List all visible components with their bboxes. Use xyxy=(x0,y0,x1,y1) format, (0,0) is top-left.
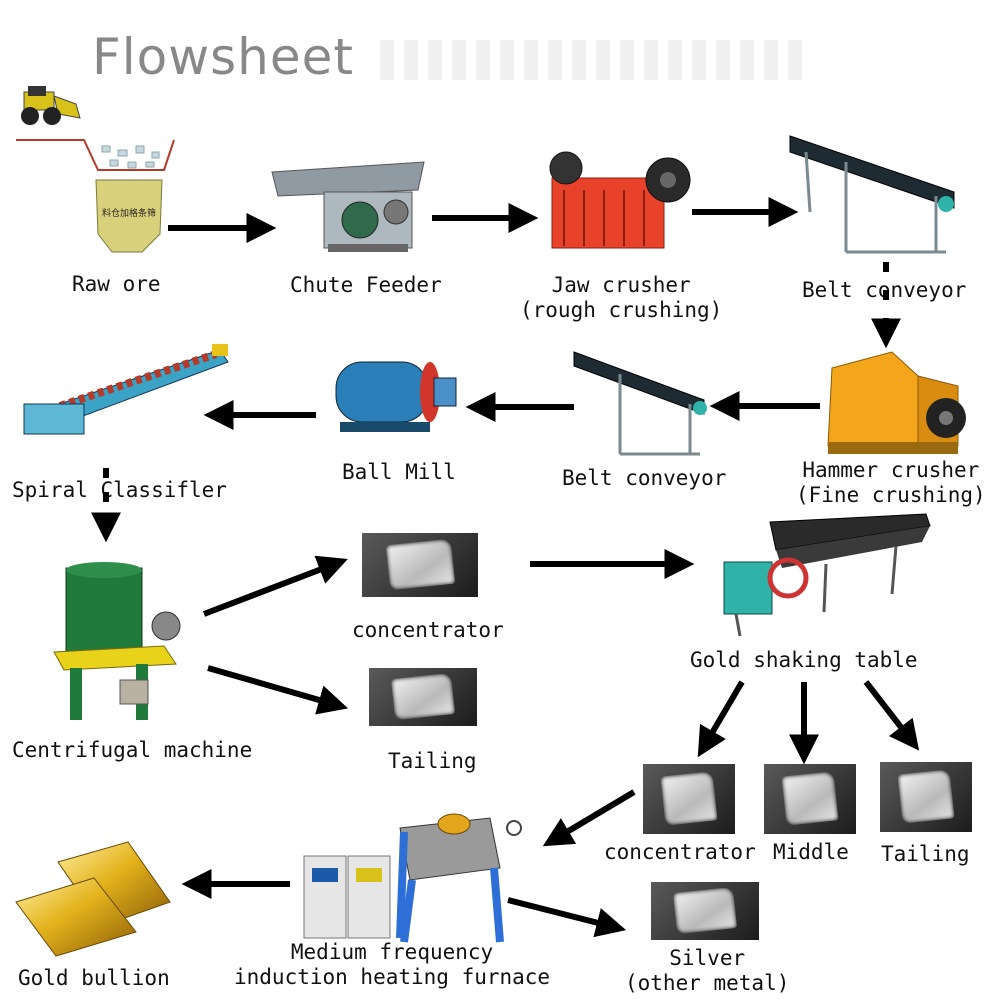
label-gold-shaking-table: Gold shaking table xyxy=(690,648,918,672)
middle-sample-image xyxy=(764,764,856,834)
label-spiral-classifier: Spiral Classifler xyxy=(12,478,227,502)
arrow-centrifugal-to-concentrator xyxy=(202,555,348,617)
label-concentrator-1: concentrator xyxy=(352,618,504,642)
label-gold-bullion: Gold bullion xyxy=(18,966,170,990)
label-chute-feeder: Chute Feeder xyxy=(290,273,442,297)
diagram-title: Flowsheet xyxy=(92,28,355,86)
arrow-centrifugal-to-tailing xyxy=(207,665,349,715)
label-silver: Silver (other metal) xyxy=(625,946,789,996)
jaw-crusher-name: Jaw crusher xyxy=(551,273,691,297)
concentrator-2-sample-image xyxy=(643,764,735,834)
gold-shaking-table-illustration xyxy=(723,513,931,637)
hammer-crusher-name: Hammer crusher xyxy=(802,458,980,482)
label-centrifugal-machine: Centrifugal machine xyxy=(12,738,253,762)
tailing-2-sample-image xyxy=(880,762,972,832)
label-jaw-crusher: Jaw crusher (rough crushing) xyxy=(520,273,722,323)
label-tailing-2: Tailing xyxy=(881,842,970,866)
ball-mill-illustration xyxy=(335,361,457,432)
belt-conveyor-1-illustration xyxy=(789,135,955,254)
label-belt-conveyor-2: Belt conveyor xyxy=(562,466,727,490)
label-raw-ore: Raw ore xyxy=(72,272,161,296)
label-ball-mill: Ball Mill xyxy=(342,460,456,484)
loader-icon xyxy=(21,86,81,125)
hammer-crusher-illustration xyxy=(827,351,966,454)
arrow-furnace-to-silver xyxy=(507,897,627,938)
silver-name: Silver xyxy=(669,946,746,970)
tailing-1-sample-image xyxy=(369,668,477,726)
ore-bin-text: 料仓加格条筛 xyxy=(102,207,156,219)
furnace-name: Medium frequency xyxy=(290,940,494,964)
centrifugal-machine-illustration xyxy=(53,562,181,720)
furnace-subtitle: induction heating furnace xyxy=(234,965,551,990)
silver-subtitle: (other metal) xyxy=(625,971,790,996)
faint-watermark-text xyxy=(380,40,810,80)
raw-ore-bin-illustration: 料仓加格条筛 xyxy=(16,86,175,253)
jaw-crusher-subtitle: (rough crushing) xyxy=(520,298,723,323)
silver-sample-image xyxy=(651,882,759,940)
arrow-concentrator-to-furnace xyxy=(542,789,636,847)
jaw-crusher-illustration xyxy=(549,151,691,249)
arrow-shaking-table-to-concentrator xyxy=(697,680,745,758)
spiral-classifier-illustration xyxy=(23,344,229,435)
induction-furnace-illustration xyxy=(303,813,522,943)
hammer-crusher-subtitle: (Fine crushing) xyxy=(796,483,986,508)
gold-bullion-illustration xyxy=(15,841,171,957)
concentrator-1-sample-image xyxy=(362,533,478,597)
arrow-shaking-table-to-tailing xyxy=(863,680,920,751)
chute-feeder-illustration xyxy=(271,161,425,252)
label-concentrator-2: concentrator xyxy=(604,840,756,864)
label-middle: Middle xyxy=(773,840,849,864)
label-furnace: Medium frequency induction heating furna… xyxy=(234,940,550,990)
label-tailing-1: Tailing xyxy=(388,749,477,773)
belt-conveyor-2-illustration xyxy=(573,351,707,456)
label-hammer-crusher: Hammer crusher (Fine crushing) xyxy=(796,458,986,508)
